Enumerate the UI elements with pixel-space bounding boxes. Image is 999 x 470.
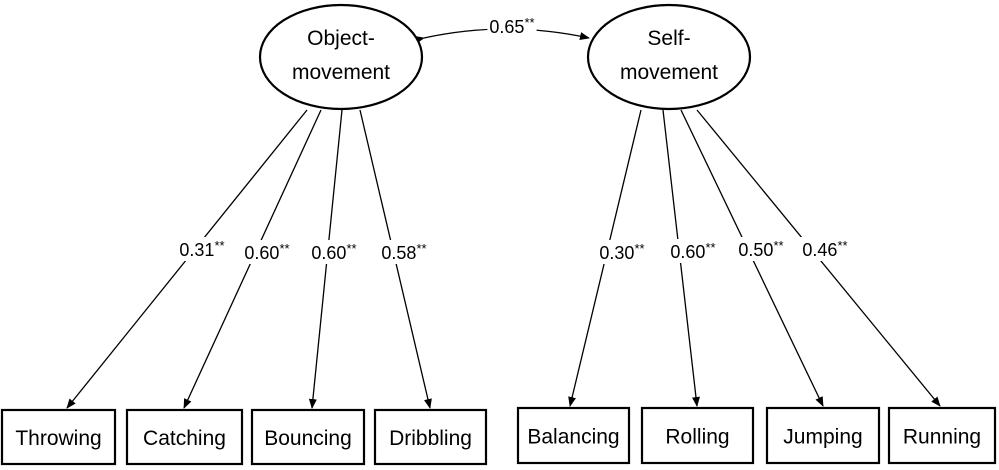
indicator-label-rolling: Rolling [665,426,729,449]
loading-label-bouncing-background [309,240,359,264]
latent-factor-self-ellipse [586,3,752,111]
latent-factor-self-line-1: Self- [647,27,690,50]
covariance-label-significance: ** [524,15,534,30]
loading-label-balancing-background [597,240,647,264]
loading-label-running-background [800,237,850,261]
loading-label-dribbling-background [379,240,429,264]
indicator-box-balancing [516,406,631,465]
loading-label-balancing-significance: ** [634,241,644,256]
loading-label-bouncing-significance: ** [346,241,356,256]
latent-factor-self-label: Self-movement [620,27,718,84]
labels-layer: 0.65**0.31**0.60**0.60**0.58**0.30**0.60… [177,14,850,264]
indicator-box-catching [125,408,244,466]
covariance-label: 0.65** [489,15,534,37]
covariance-label-background [487,14,537,38]
indicator-box-bouncing [250,408,366,466]
indicator-box-jumping [765,406,881,465]
loading-label-throwing-background [177,237,227,261]
latent-factor-object-ellipse [258,3,424,111]
loading-label-jumping-significance: ** [773,238,783,253]
loading-label-catching-value: 0.60 [244,243,279,263]
loading-label-rolling: 0.60** [670,240,715,262]
loading-label-running-significance: ** [837,238,847,253]
indicator-box-running [887,406,997,465]
loading-label-throwing: 0.31** [179,238,224,260]
latent-factor-object-line-2: movement [292,61,390,84]
indicator-label-running: Running [903,426,981,449]
indicator-label-balancing: Balancing [527,426,619,449]
loading-label-catching-background [242,240,292,264]
indicator-box-rolling [640,406,755,465]
indicator-label-dribbling: Dribbling [389,427,472,450]
indicator-box-throwing [0,408,117,466]
loading-label-dribbling-value: 0.58 [381,243,416,263]
loading-label-jumping: 0.50** [738,238,783,260]
loading-label-rolling-significance: ** [705,240,715,255]
loading-label-balancing: 0.30** [599,241,644,263]
loading-label-rolling-background [668,239,718,263]
latent-factor-object-line-1: Object- [307,27,375,50]
latent-factor-object-label: Object-movement [292,27,390,84]
latent-factor-self-line-2: movement [620,61,718,84]
loading-label-dribbling: 0.58** [381,241,426,263]
indicator-label-throwing: Throwing [15,427,101,450]
loading-label-catching: 0.60** [244,241,289,263]
loading-label-jumping-background [736,237,786,261]
loading-label-running-value: 0.46 [802,240,837,260]
loading-label-throwing-value: 0.31 [179,240,214,260]
indicator-label-jumping: Jumping [783,426,862,449]
loading-label-jumping-value: 0.50 [738,240,773,260]
loading-label-throwing-significance: ** [214,238,224,253]
loading-label-balancing-value: 0.30 [599,243,634,263]
loading-label-running: 0.46** [802,238,847,260]
loading-label-bouncing: 0.60** [311,241,356,263]
loading-label-rolling-value: 0.60 [670,242,705,262]
indicator-label-catching: Catching [143,427,226,450]
loading-label-bouncing-value: 0.60 [311,243,346,263]
loading-label-catching-significance: ** [279,241,289,256]
indicator-box-dribbling [373,408,488,466]
covariance-label-value: 0.65 [489,17,524,37]
indicator-label-bouncing: Bouncing [264,427,352,450]
paths-layer [66,28,941,409]
loading-label-dribbling-significance: ** [416,241,426,256]
